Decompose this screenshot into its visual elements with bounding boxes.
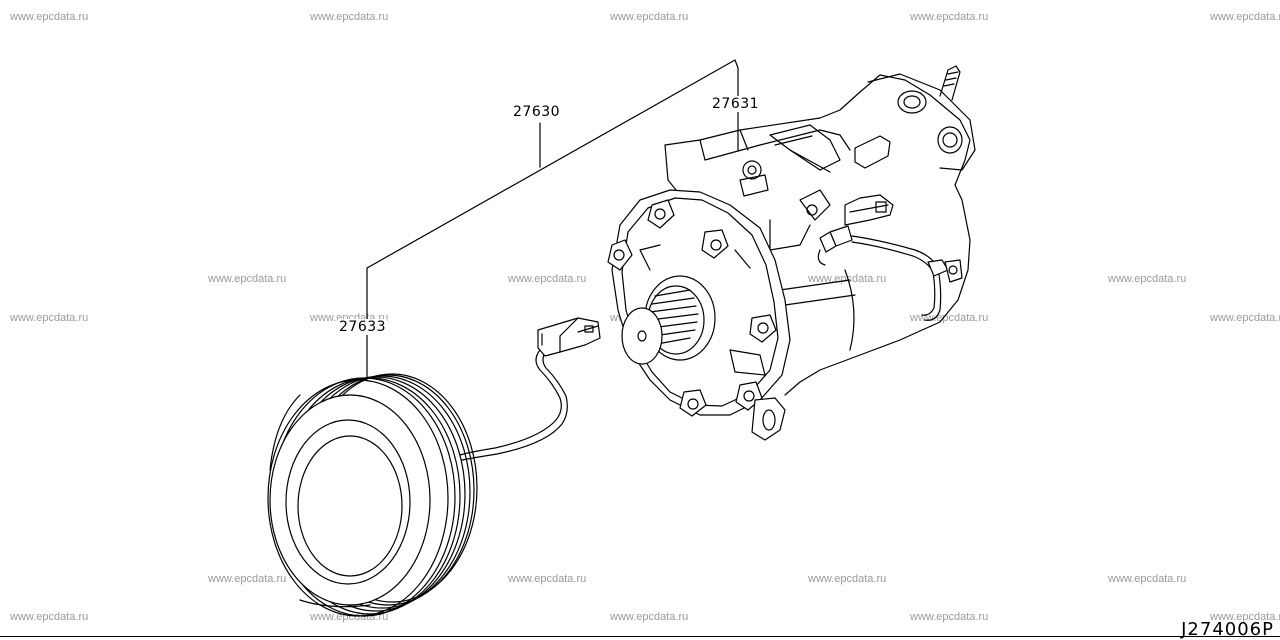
part-label-compressor: 27631 (711, 96, 761, 112)
watermark: www.epcdata.ru (208, 573, 287, 585)
watermark: www.epcdata.ru (1210, 312, 1280, 324)
watermark: www.epcdata.ru (910, 312, 989, 324)
part-label-clutch: 27633 (338, 319, 388, 335)
watermark: www.epcdata.ru (610, 611, 689, 623)
bottom-rule (0, 636, 1280, 637)
watermark: www.epcdata.ru (910, 611, 989, 623)
watermark: www.epcdata.ru (1108, 573, 1187, 585)
clutch-pulley (268, 374, 477, 616)
watermark: www.epcdata.ru (1210, 611, 1280, 623)
watermark: www.epcdata.ru (1210, 11, 1280, 23)
watermark: www.epcdata.ru (508, 573, 587, 585)
watermark: www.epcdata.ru (310, 11, 389, 23)
watermark: www.epcdata.ru (808, 573, 887, 585)
watermark: www.epcdata.ru (508, 273, 587, 285)
clutch-wire (460, 350, 567, 460)
watermark: www.epcdata.ru (10, 11, 89, 23)
leader-lines (367, 60, 738, 378)
watermark: www.epcdata.ru (10, 611, 89, 623)
drawing-code: J274006P (1181, 619, 1274, 640)
watermark: www.epcdata.ru (10, 312, 89, 324)
compressor-body (608, 66, 975, 440)
watermark: www.epcdata.ru (910, 11, 989, 23)
watermark: www.epcdata.ru (208, 273, 287, 285)
watermark: www.epcdata.ru (610, 11, 689, 23)
clutch-connector (538, 318, 600, 356)
part-label-assembly: 27630 (512, 104, 562, 120)
compressor-harness (818, 195, 962, 320)
watermark: www.epcdata.ru (808, 273, 887, 285)
watermark: www.epcdata.ru (1108, 273, 1187, 285)
